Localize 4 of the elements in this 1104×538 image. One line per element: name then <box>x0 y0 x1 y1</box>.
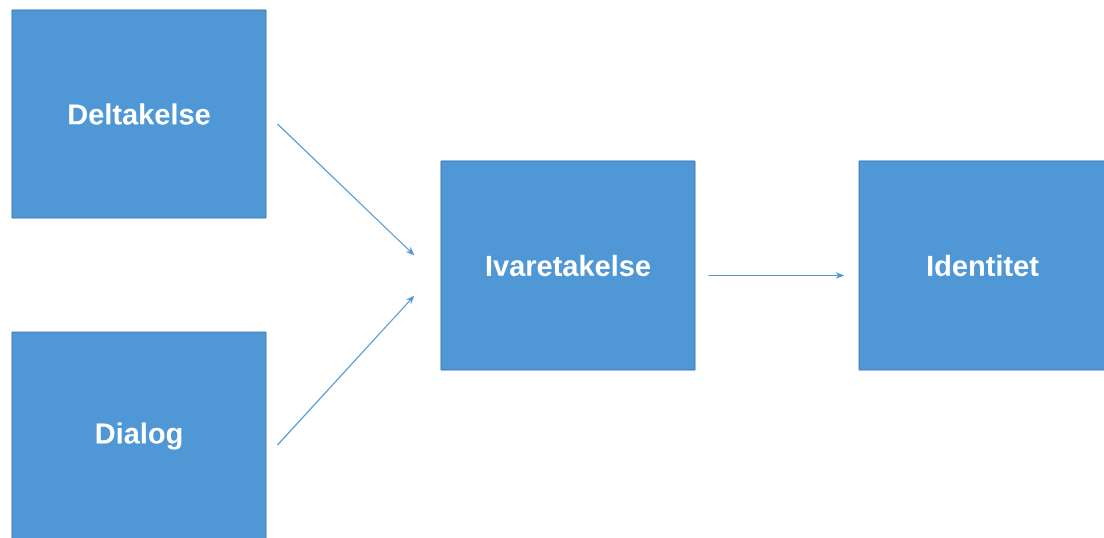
process-box: Dialog <box>11 331 267 538</box>
process-box: Deltakelse <box>11 9 267 219</box>
process-box: Identitet <box>858 160 1104 371</box>
process-box: Ivaretakelse <box>440 160 696 371</box>
